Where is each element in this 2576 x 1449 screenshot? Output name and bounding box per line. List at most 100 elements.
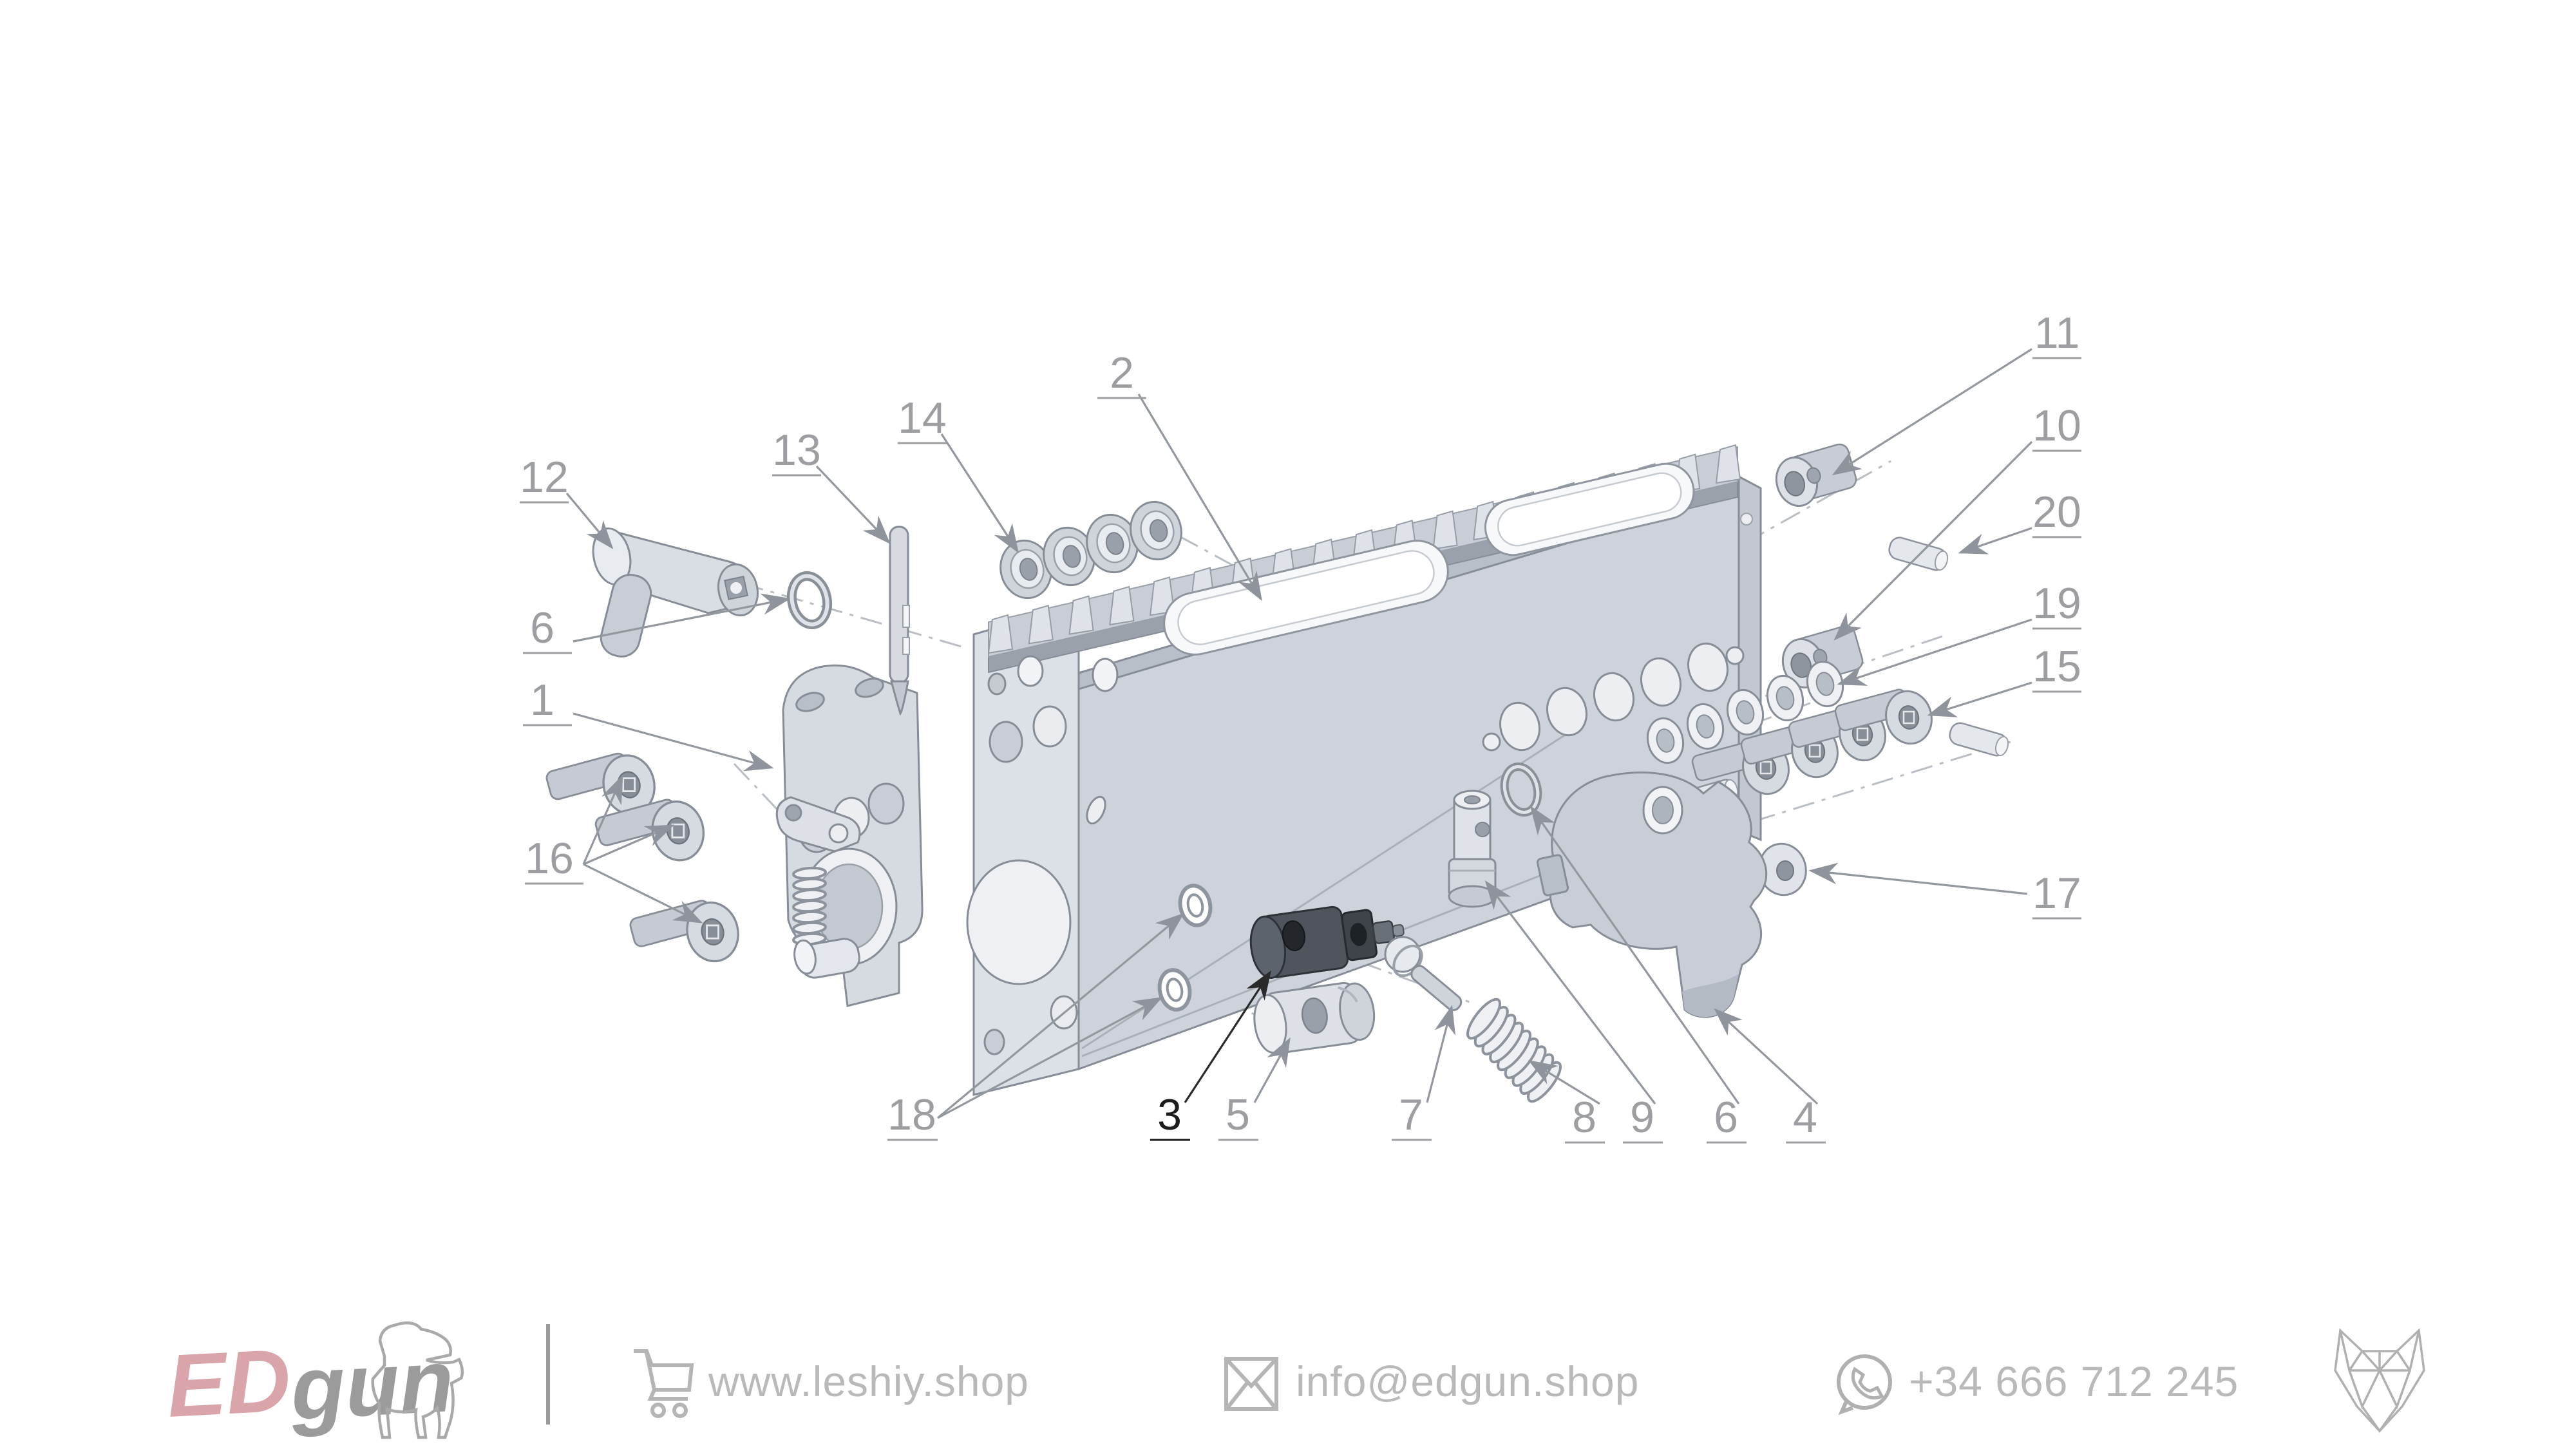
callout-7: 7 (1399, 1090, 1423, 1139)
rail-tooth (1028, 605, 1054, 645)
callout-6-right: 6 (1714, 1093, 1738, 1142)
hammer-shadow (1682, 974, 1739, 1018)
callout-6-left: 6 (530, 603, 554, 652)
rail-tooth (1715, 444, 1741, 484)
leader-6-right (1530, 805, 1740, 1104)
callout-5: 5 (1226, 1090, 1250, 1139)
leader-12 (565, 492, 614, 549)
spring-coil (792, 866, 827, 880)
leader-20 (1958, 527, 2032, 554)
receiver-front-holes (966, 655, 1119, 1056)
whatsapp-icon (1837, 1354, 1892, 1416)
callout-labels: 2 14 13 12 11 10 20 19 15 17 6 1 16 18 3… (520, 308, 2081, 1144)
latch-pivot-hole (784, 804, 802, 822)
valve-body-9 (1448, 790, 1497, 908)
callout-2: 2 (1110, 348, 1134, 397)
hammer-4 (1537, 771, 1768, 1018)
callout-18: 18 (887, 1090, 936, 1139)
fox-logo-icon (2334, 1328, 2425, 1434)
side-lever (592, 527, 759, 658)
screws-16 (544, 748, 746, 968)
leader-19 (1837, 618, 2032, 686)
hammer-sear-block (1537, 854, 1569, 896)
callout-16: 16 (525, 834, 574, 883)
leader-4 (1714, 1008, 1819, 1105)
receiver-body (966, 444, 1762, 1096)
callout-14: 14 (898, 393, 947, 442)
leader-2 (1137, 393, 1262, 601)
pin-20 (1886, 535, 1951, 574)
lever-bore-hole (730, 582, 742, 594)
spring-coil (1466, 998, 1501, 1040)
logo-ed: ED (165, 1331, 294, 1436)
leader-15 (1927, 681, 2032, 717)
rail-tooth (987, 614, 1014, 654)
callout-20: 20 (2032, 488, 2081, 536)
leader-18a (936, 913, 1184, 1119)
valve-piston-5 (1253, 981, 1376, 1054)
valve-stem-3 (1249, 905, 1405, 979)
receiver-slot-left (1163, 540, 1449, 656)
edgun-logo-text: EDgun (165, 1322, 457, 1445)
dowel-right (1946, 720, 2012, 759)
axis-screw16a (733, 762, 799, 832)
callout-9: 9 (1630, 1093, 1654, 1142)
plate-slot-b (855, 677, 884, 698)
callout-19: 19 (2032, 579, 2081, 628)
leader-16a (582, 774, 623, 865)
callout-3: 3 (1157, 1090, 1182, 1139)
latch-follower (793, 938, 860, 979)
hammer-hole-bore (1652, 796, 1674, 824)
callout-10: 10 (2032, 401, 2081, 450)
website-text[interactable]: www.leshiy.shop (708, 1358, 1029, 1405)
receiver-slot-right (1484, 462, 1695, 556)
callout-1: 1 (530, 676, 554, 724)
leader-18b (937, 997, 1163, 1119)
o-ring-right (1500, 762, 1542, 817)
rail-tooth (1109, 585, 1135, 626)
callout-17: 17 (2032, 869, 2081, 918)
washers-18 (1157, 884, 1213, 1012)
screw-16-3 (627, 896, 746, 968)
callout-12: 12 (520, 453, 569, 502)
leader-17 (1808, 862, 2028, 895)
leader-11 (1832, 348, 2032, 475)
hammer-spring-8 (1466, 998, 1562, 1103)
latch-hole (828, 823, 849, 844)
leader-9 (1484, 880, 1656, 1104)
leader-16b (583, 824, 675, 866)
callout-13: 13 (772, 426, 821, 475)
callout-4: 4 (1793, 1093, 1817, 1142)
bushing-11 (1770, 441, 1859, 512)
leader-13 (815, 465, 891, 544)
pin-13 (889, 526, 910, 716)
leader-14 (940, 433, 1019, 554)
callout-15: 15 (2032, 642, 2081, 691)
leader-3 (1184, 970, 1272, 1103)
axis-screws (1635, 741, 2011, 859)
front-plate (775, 664, 923, 1007)
footer: EDgun www.leshiy.shop info@edgun.shop +3… (165, 1321, 2425, 1445)
leader-5 (1253, 1037, 1291, 1103)
rail-tooth (1432, 510, 1458, 550)
rail-tooth (1068, 595, 1094, 635)
leader-8 (1528, 1060, 1600, 1105)
leader-1 (573, 712, 774, 772)
plate-hole-c (867, 782, 905, 825)
cart-icon (634, 1349, 694, 1418)
ball-rod-7 (1384, 936, 1463, 1012)
email-text[interactable]: info@edgun.shop (1296, 1358, 1639, 1405)
leader-7 (1426, 1005, 1456, 1103)
callout-11: 11 (2034, 308, 2080, 357)
leader-10 (1833, 440, 2033, 641)
leader-6-left (573, 593, 791, 643)
dog-logo-icon (371, 1321, 464, 1439)
axis-lever (741, 582, 967, 649)
lever-flag-handle (600, 574, 652, 658)
phone-text[interactable]: +34 666 712 245 (1909, 1358, 2239, 1405)
leader-16c (583, 863, 703, 923)
callout-8: 8 (1572, 1093, 1596, 1142)
plate-slot-a (795, 692, 825, 712)
